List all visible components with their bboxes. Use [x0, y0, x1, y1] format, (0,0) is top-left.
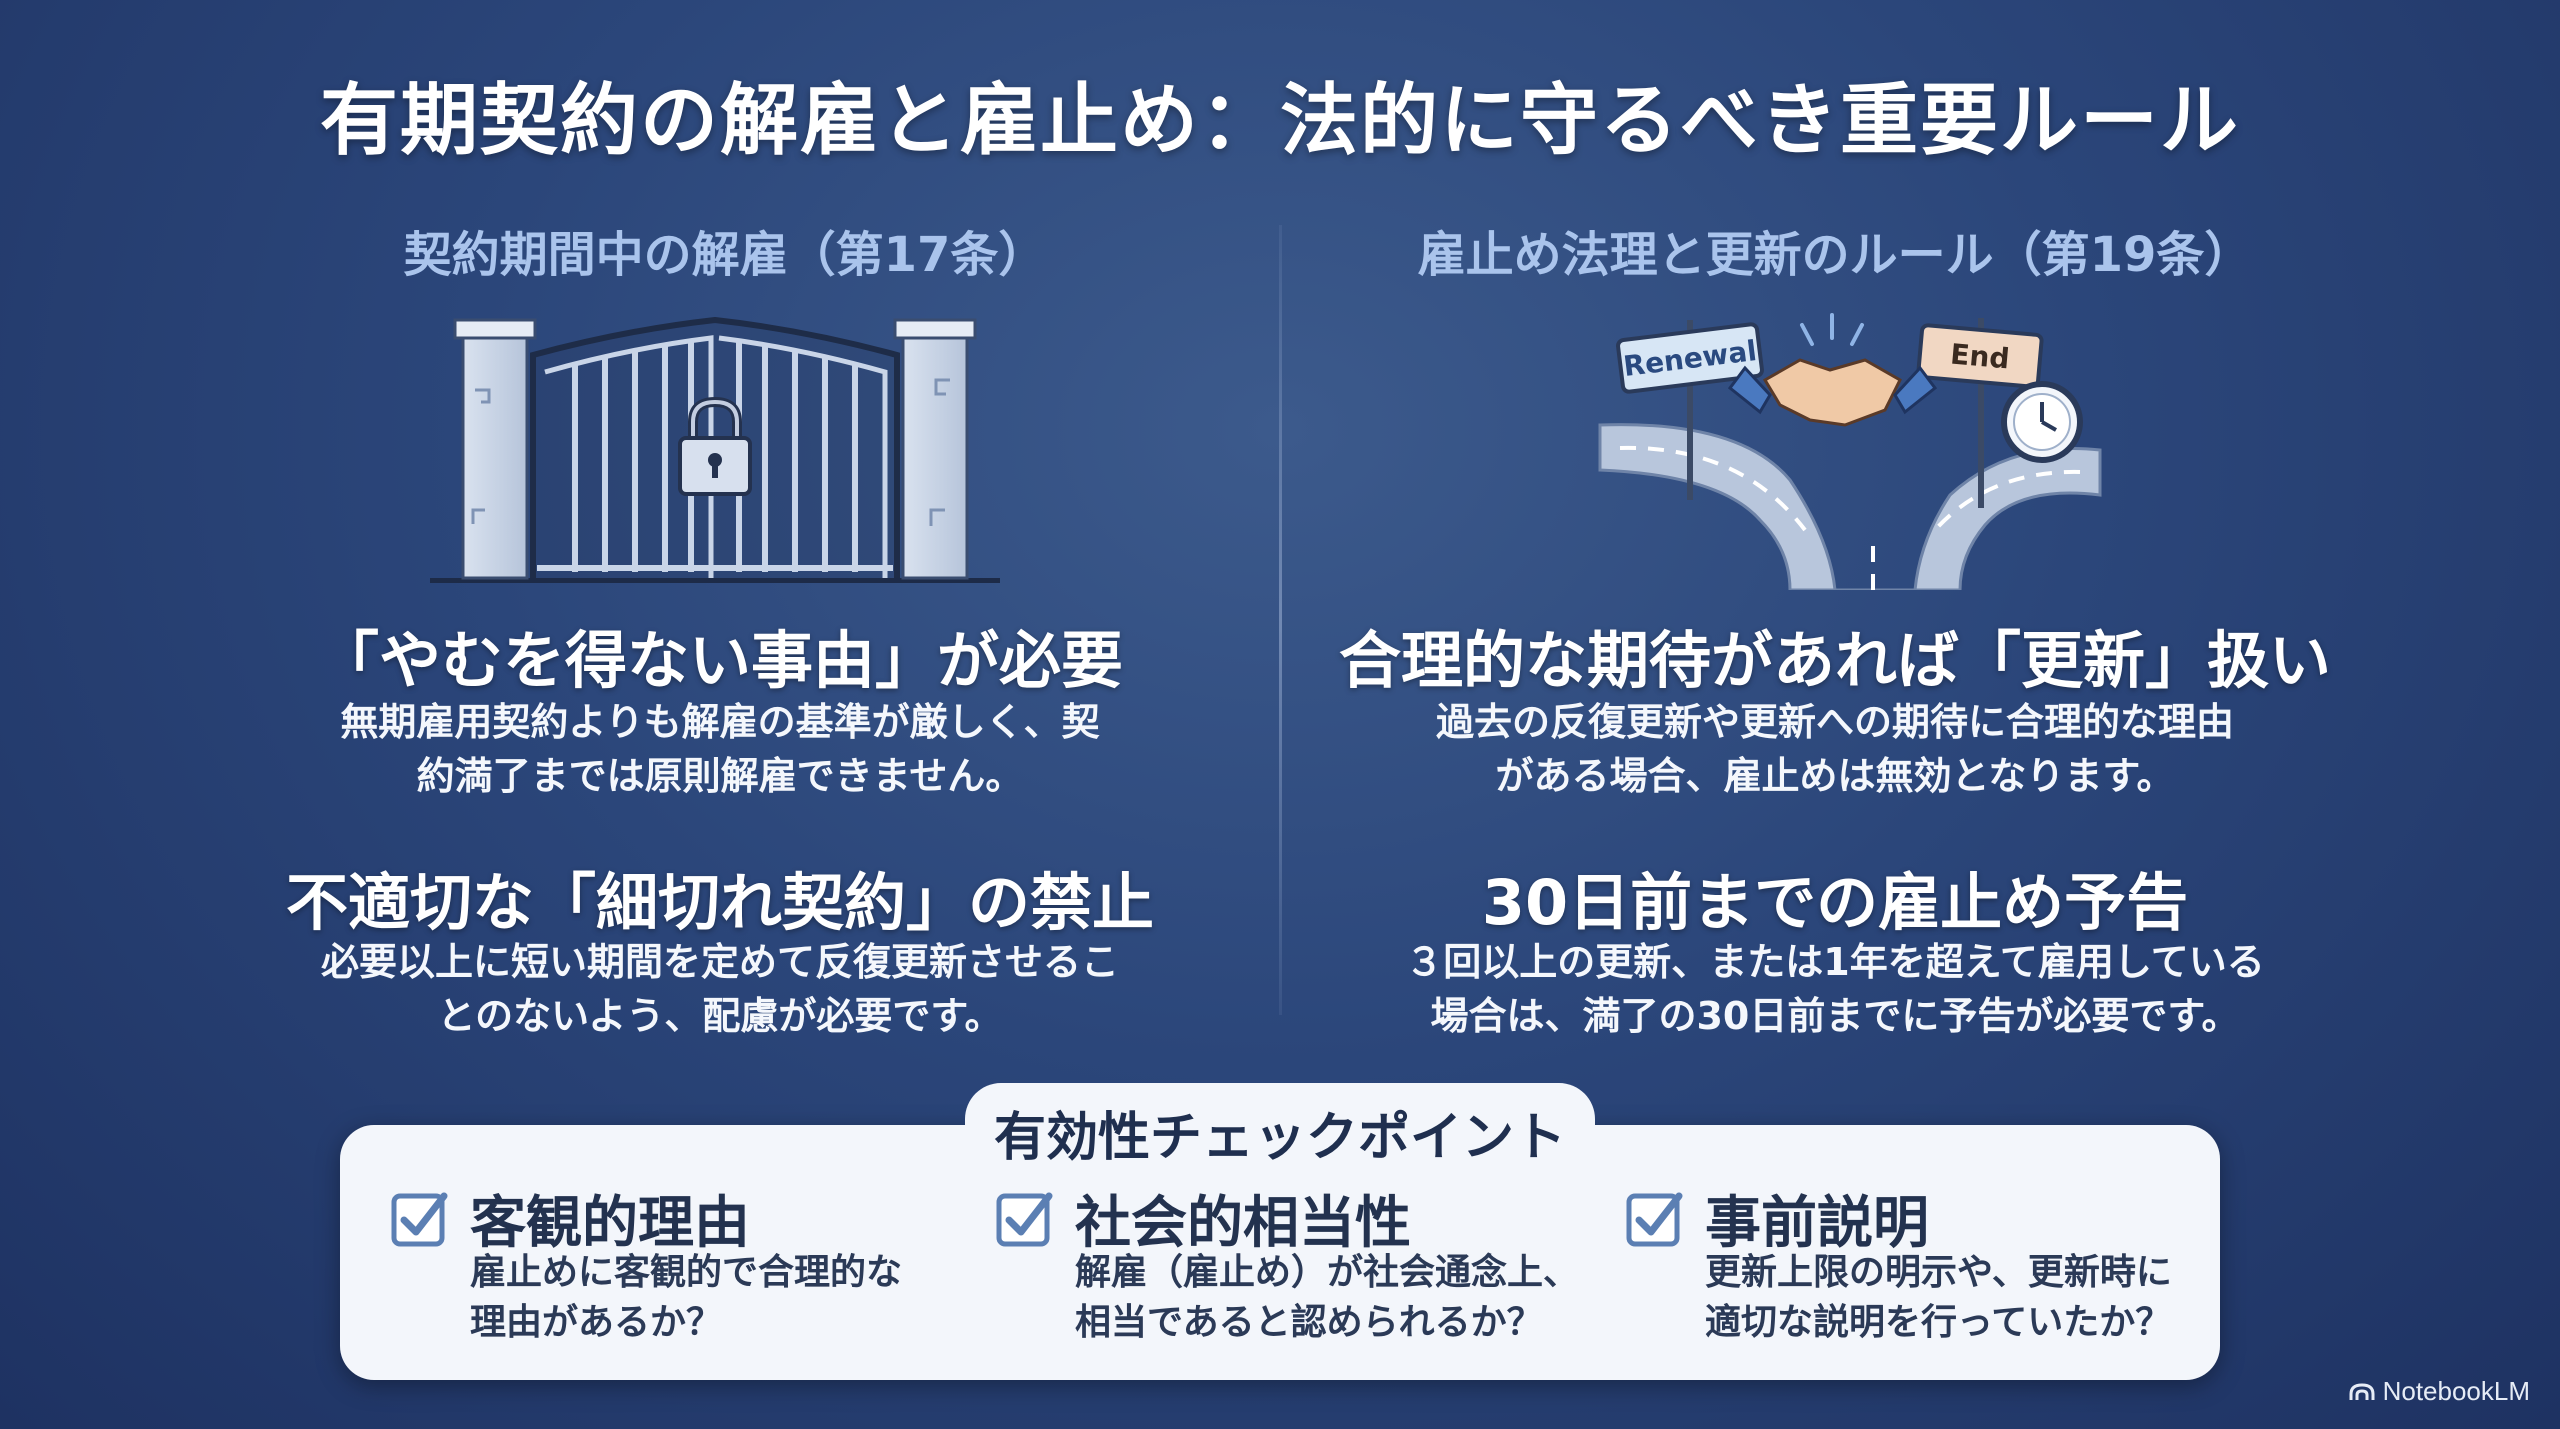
- checkpoint-title: 有効性チェックポイント: [993, 1108, 1566, 1168]
- left-block2-text: 必要以上に短い期間を定めて反復更新させるこ とのないよう、配慮が必要です。: [320, 940, 1119, 1038]
- checkbox-checked-icon: [996, 1192, 1053, 1247]
- crossroads-illustration: Renewal End: [1598, 313, 2102, 590]
- page-title: 有期契約の解雇と雇止め：法的に守るべき重要ルール: [319, 76, 2240, 166]
- left-column-heading: 契約期間中の解雇（第17条）: [403, 227, 1047, 283]
- column-divider: [1279, 225, 1282, 1015]
- left-block2-title: 不適切な「細切れ契約」の禁止: [285, 866, 1154, 939]
- end-sign-text: End: [1949, 337, 2011, 375]
- right-column-heading: 雇止め法理と更新のルール（第19条）: [1417, 227, 2253, 283]
- notebooklm-logo-icon: [2349, 1382, 2375, 1400]
- checkbox-checked-icon: [1626, 1192, 1683, 1247]
- right-block2-text: ３回以上の更新、または1年を超えて雇用している 場合は、満了の30日前までに予告…: [1405, 940, 2265, 1038]
- left-block1-text: 無期雇用契約よりも解雇の基準が厳しく、契 約満了までは原則解雇できません。: [340, 700, 1100, 798]
- checkbox-checked-icon: [391, 1192, 448, 1247]
- brand-label: NotebookLM: [2382, 1376, 2530, 1406]
- right-block2-title: 30日前までの雇止め予告: [1481, 866, 2189, 939]
- left-block1-title: 「やむを得ない事由」が必要: [316, 624, 1123, 697]
- right-block1-title: 合理的な期待があれば「更新」扱い: [1338, 624, 2331, 697]
- checkpoint-tab: [965, 1083, 1595, 1178]
- locked-gate-illustration: [430, 316, 1000, 583]
- notebooklm-watermark: NotebookLM: [2349, 1376, 2530, 1407]
- right-block1-text: 過去の反復更新や更新への期待に合理的な理由 がある場合、雇止めは無効となります。: [1435, 700, 2234, 798]
